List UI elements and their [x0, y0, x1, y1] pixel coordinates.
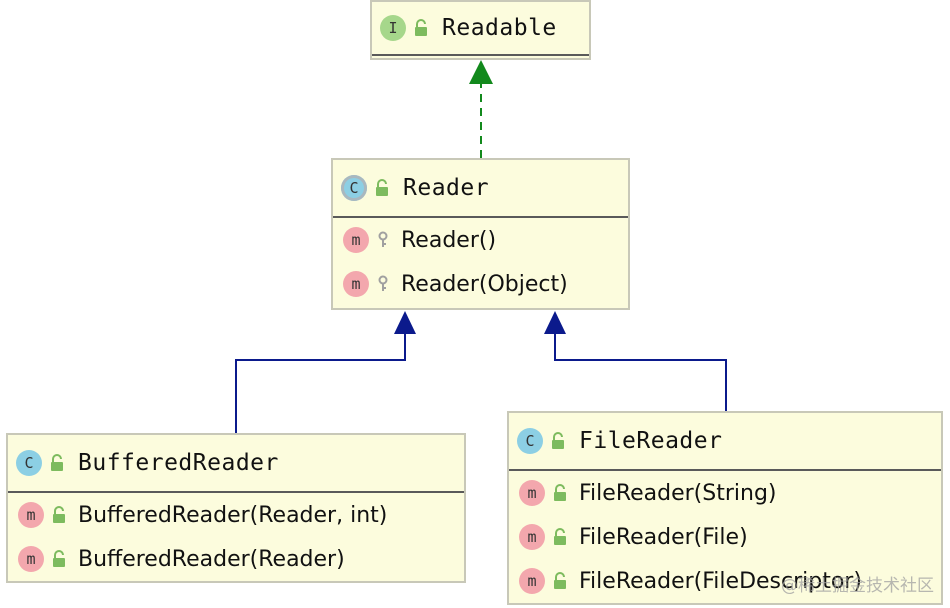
method-badge-icon: m — [18, 546, 44, 572]
bufferedreader-member-label: BufferedReader(Reader) — [78, 546, 345, 572]
filereader-member-label: FileReader(File) — [579, 524, 748, 550]
extends-arrowhead-bufferedreader — [394, 311, 416, 334]
public-lock-icon — [53, 506, 65, 523]
public-lock-icon — [376, 179, 388, 196]
filereader-member-row[interactable]: m FileReader(FileDescriptor) — [509, 559, 941, 603]
extends-edge-filereader-reader — [554, 334, 727, 411]
bufferedreader-class-box[interactable]: C BufferedReader m BufferedReader(Reader… — [6, 433, 466, 583]
protected-key-icon — [378, 275, 388, 291]
extends-arrowhead-filereader — [544, 311, 566, 334]
public-lock-icon — [554, 572, 566, 589]
protected-key-icon — [378, 231, 388, 247]
extends-edge-bufferedreader-reader — [235, 334, 406, 433]
public-lock-icon — [554, 484, 566, 501]
readable-interface-box[interactable]: I Readable — [370, 0, 591, 60]
bufferedreader-member-row[interactable]: m BufferedReader(Reader) — [8, 537, 464, 581]
filereader-member-label: FileReader(String) — [579, 480, 777, 506]
class-badge-icon: C — [517, 428, 543, 454]
readable-separator — [372, 54, 589, 56]
public-lock-icon — [552, 432, 564, 449]
method-badge-icon: m — [519, 568, 545, 594]
bufferedreader-separator — [8, 491, 464, 493]
filereader-member-row[interactable]: m FileReader(File) — [509, 515, 941, 559]
public-lock-icon — [53, 550, 65, 567]
filereader-member-row[interactable]: m FileReader(String) — [509, 471, 941, 515]
method-badge-icon: m — [519, 524, 545, 550]
implements-arrowhead — [469, 60, 493, 84]
public-lock-icon — [554, 528, 566, 545]
method-badge-icon: m — [343, 271, 369, 297]
public-lock-icon — [51, 454, 63, 471]
reader-member-row[interactable]: m Reader() — [333, 218, 628, 262]
reader-class-box[interactable]: C Reader m Reader() m Reader(Object) — [331, 158, 630, 310]
reader-member-row[interactable]: m Reader(Object) — [333, 262, 628, 306]
reader-member-label: Reader() — [401, 227, 497, 253]
public-lock-icon — [415, 19, 427, 36]
reader-separator — [333, 216, 628, 218]
filereader-title: FileReader — [579, 428, 723, 454]
bufferedreader-title: BufferedReader — [78, 450, 279, 476]
filereader-class-box[interactable]: C FileReader m FileReader(String) m File… — [507, 411, 943, 605]
class-badge-icon: C — [16, 450, 42, 476]
method-badge-icon: m — [519, 480, 545, 506]
bufferedreader-member-label: BufferedReader(Reader, int) — [78, 502, 388, 528]
abstract-class-badge-icon: C — [341, 175, 367, 201]
interface-badge-icon: I — [380, 15, 406, 41]
reader-member-label: Reader(Object) — [401, 271, 568, 297]
method-badge-icon: m — [18, 502, 44, 528]
watermark: @稀土掘金技术社区 — [781, 576, 934, 596]
readable-title: Readable — [442, 15, 557, 41]
bufferedreader-member-row[interactable]: m BufferedReader(Reader, int) — [8, 493, 464, 537]
reader-title: Reader — [403, 175, 490, 201]
filereader-member-label: FileReader(FileDescriptor) — [579, 568, 862, 594]
filereader-separator — [509, 469, 941, 471]
method-badge-icon: m — [343, 227, 369, 253]
